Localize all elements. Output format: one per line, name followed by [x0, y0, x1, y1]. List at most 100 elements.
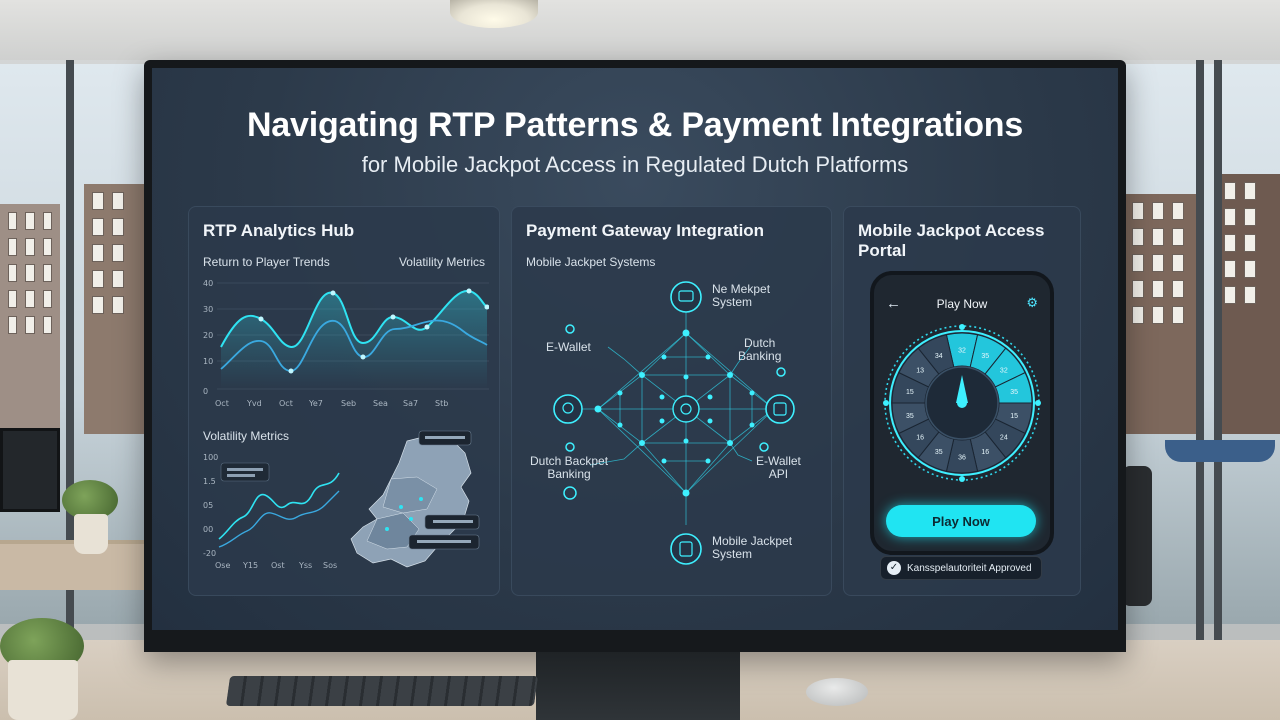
page-subtitle: for Mobile Jackpot Access in Regulated D… — [361, 152, 909, 177]
wheel-number: 35 — [935, 449, 943, 456]
x-tick: Stb — [435, 399, 449, 408]
panel-title: Payment Gateway Integration — [526, 221, 765, 240]
wheel-number: 24 — [1000, 434, 1008, 441]
plant-pot — [74, 514, 108, 554]
rtp-analytics-panel: RTP Analytics Hub Return to Player Trend… — [188, 206, 500, 596]
wheel-number: 15 — [906, 389, 914, 396]
wheel-number: 13 — [916, 368, 924, 375]
data-point — [424, 324, 430, 330]
canal-house — [0, 204, 60, 434]
wheel-number: 34 — [935, 353, 943, 360]
monitor-chin — [144, 630, 1126, 652]
map-callout-text — [425, 436, 465, 439]
map-point — [399, 505, 403, 509]
office-chair — [1122, 466, 1152, 606]
phone-header: ← Play Now ⚙ — [874, 291, 1050, 321]
node-label-dutch-backpet: Dutch Backpet Banking — [530, 455, 608, 481]
search-icon — [562, 402, 574, 414]
x-tick: Ost — [271, 561, 285, 570]
wheel-pointer — [956, 375, 968, 403]
node-label-ewallet-api: E-Wallet API — [756, 455, 801, 481]
label-line: Dutch Backpet — [530, 454, 609, 468]
volatility-title: Volatility Metrics — [203, 429, 290, 443]
data-point — [258, 316, 264, 322]
canal-house — [1216, 174, 1280, 434]
wheel-marker — [959, 476, 965, 482]
database-icon — [679, 541, 693, 557]
netherlands-map — [350, 430, 480, 568]
wheel-marker — [1035, 400, 1041, 406]
backpet-dot — [565, 442, 575, 452]
trend-area — [221, 290, 487, 389]
badge-text: Kansspelautoriteit Approved — [907, 562, 1032, 574]
label-line: E-Wallet — [756, 454, 801, 468]
label-line: System — [712, 295, 753, 309]
canal-boat — [1165, 440, 1275, 462]
monitor-stand — [536, 652, 740, 720]
phone-title: Play Now — [936, 297, 988, 311]
banking-node — [765, 394, 795, 424]
y-tick: 30 — [203, 305, 214, 314]
wheel-number: 15 — [1010, 413, 1018, 420]
backpet-icon — [563, 486, 577, 500]
map-point — [385, 527, 389, 531]
hub-icon — [680, 403, 692, 415]
label-line: Banking — [738, 349, 782, 363]
y-tick: 1.5 — [203, 477, 216, 486]
ewallet-node — [553, 394, 583, 424]
map-point — [419, 497, 423, 501]
map-region — [382, 476, 438, 514]
mobile-jackpot-panel: Mobile Jackpot Access Portal ← Play Now … — [843, 206, 1081, 596]
map-callout-text — [433, 520, 473, 523]
ceiling — [0, 0, 1280, 60]
trends-label: Return to Player Trends — [203, 255, 330, 269]
background-monitor — [0, 428, 60, 512]
volatility-label: Volatility Metrics — [398, 255, 485, 269]
wheel-number: 16 — [981, 449, 989, 456]
trend-series-1 — [220, 289, 488, 348]
node-label-dutch-banking: Dutch Banking — [738, 337, 781, 363]
page-title: Navigating RTP Patterns & Payment Integr… — [246, 106, 1024, 144]
data-point — [390, 314, 396, 320]
mouse — [806, 678, 868, 706]
wheel-number: 36 — [958, 455, 966, 462]
ceiling-lamp — [450, 0, 538, 28]
x-tick: Yss — [299, 561, 313, 570]
node-label-top: Ne Mekpet System — [712, 283, 770, 309]
panel-title: RTP Analytics Hub — [203, 221, 355, 240]
x-tick: Sea — [373, 399, 388, 408]
tooltip-line — [227, 474, 255, 477]
back-arrow-icon[interactable]: ← — [886, 295, 901, 312]
ewallet-dot — [565, 324, 575, 334]
plant — [62, 480, 118, 520]
y-tick: 20 — [203, 331, 214, 340]
x-tick: Seb — [341, 399, 357, 408]
canal-house — [84, 184, 144, 434]
volatility-series-1 — [218, 472, 340, 540]
monitor-icon — [678, 290, 694, 302]
panel-subtitle: Mobile Jackpet Systems — [526, 255, 656, 269]
mobile-jackpot-node — [670, 533, 702, 565]
banking-dot — [776, 367, 786, 377]
x-tick: Sa7 — [403, 399, 419, 408]
label-line: Dutch — [744, 336, 776, 350]
x-tick: Sos — [323, 561, 338, 570]
play-now-button[interactable]: Play Now — [886, 505, 1036, 537]
y-tick: 40 — [203, 279, 214, 288]
data-point — [484, 304, 489, 310]
settings-icon[interactable]: ⚙ — [1026, 295, 1038, 310]
wheel-number: 32 — [1000, 368, 1008, 375]
wheel-segment — [917, 334, 955, 375]
x-tick: Yvd — [247, 399, 262, 408]
payment-gateway-panel: Payment Gateway Integration Mobile Jackp… — [511, 206, 832, 596]
label-line: Ne Mekpet — [712, 282, 771, 296]
api-dot — [759, 442, 769, 452]
panel-title: Mobile Jackpot Access Portal — [858, 221, 1044, 261]
y-tick: 10 — [203, 357, 214, 366]
canal-house — [1124, 194, 1202, 434]
map-point — [409, 517, 413, 521]
x-tick: Oct — [215, 399, 229, 408]
label-line: API — [768, 467, 789, 481]
